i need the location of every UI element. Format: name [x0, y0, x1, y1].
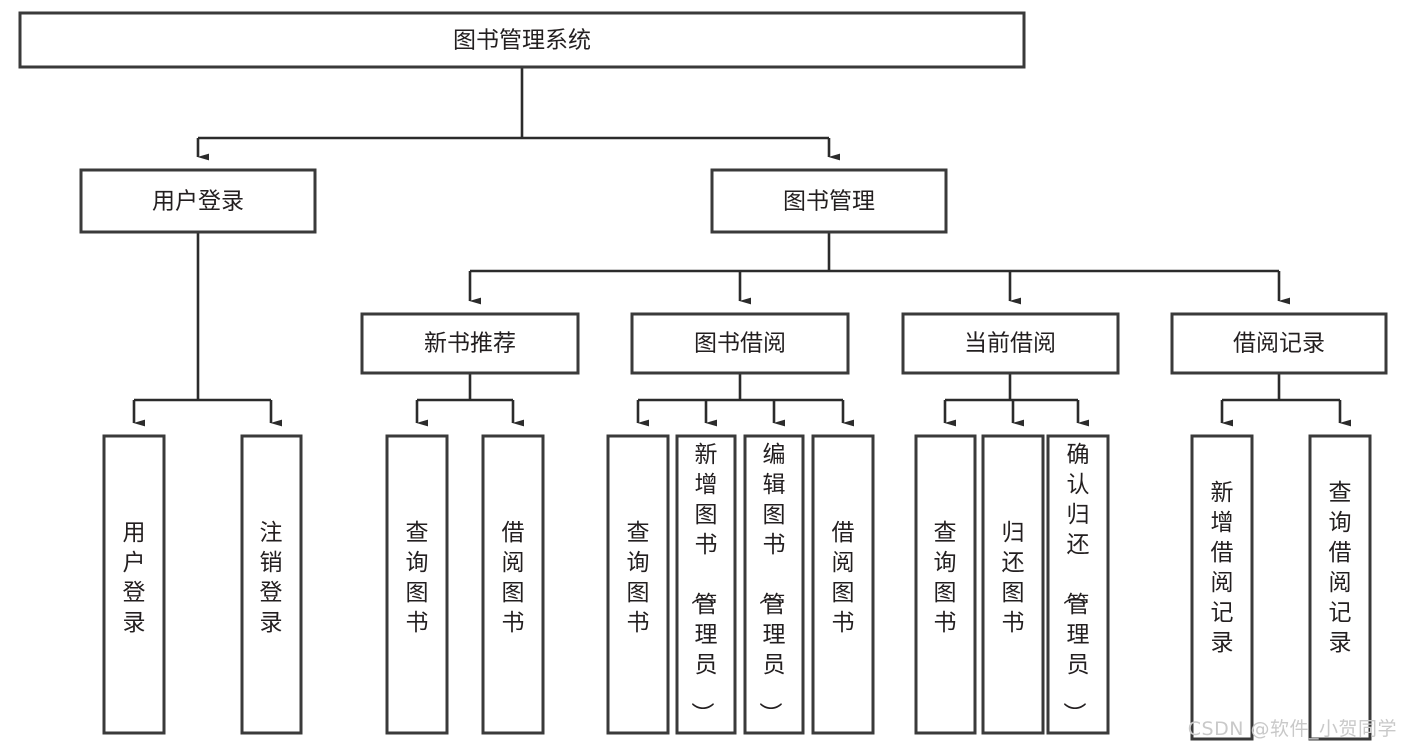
leaf-box-confirm-return-admin[interactable]: [1046, 434, 1110, 735]
node-borrowing-record-box[interactable]: [1170, 312, 1388, 375]
leaf-box-logout[interactable]: [240, 434, 303, 735]
leaf-box-query-books-newbook[interactable]: [385, 434, 449, 735]
leaf-label-borrow-books-borrow: 借阅图书: [832, 520, 855, 636]
leaf-label-edit-book-admin: 编辑图书（管理员）: [757, 442, 786, 725]
node-root-box[interactable]: [18, 11, 1026, 69]
node-book-borrowing-box[interactable]: [630, 312, 850, 375]
node-root-label: 图书管理系统: [453, 28, 591, 54]
leaf-node-edit-book-admin[interactable]: 编辑图书（管理员）: [743, 434, 805, 735]
node-new-book-recommendation[interactable]: 新书推荐: [360, 312, 580, 375]
node-book-management[interactable]: 图书管理: [710, 168, 948, 234]
csdn-watermark: CSDN @软件_小贺同学: [1187, 718, 1397, 740]
leaf-node-add-book-admin[interactable]: 新增图书（管理员）: [675, 434, 737, 735]
leaf-node-query-books-borrow[interactable]: 查询图书: [606, 434, 670, 735]
leaf-label-add-borrow-record: 新增借阅记录: [1211, 480, 1234, 656]
leaf-label-add-book-admin: 新增图书（管理员）: [689, 442, 718, 725]
leaf-label-query-books-newbook: 查询图书: [406, 520, 429, 636]
leaf-label-logout: 注销登录: [260, 520, 283, 636]
node-root-book-management-system[interactable]: 图书管理系统: [18, 11, 1026, 69]
node-user-login[interactable]: 用户登录: [79, 168, 317, 234]
leaf-node-query-books-newbook[interactable]: 查询图书: [385, 434, 449, 735]
node-borrowing-record-label: 借阅记录: [1233, 331, 1325, 357]
leaf-node-add-borrow-record[interactable]: 新增借阅记录: [1190, 434, 1254, 741]
leaf-label-return-books: 归还图书: [1002, 520, 1025, 636]
node-book-borrowing-label: 图书借阅: [694, 331, 786, 357]
node-user-login-label: 用户登录: [152, 189, 244, 215]
leaf-node-return-books[interactable]: 归还图书: [981, 434, 1045, 735]
leaf-box-borrow-books-newbook[interactable]: [481, 434, 545, 735]
leaf-label-confirm-return-admin: 确认归还（管理员）: [1061, 442, 1090, 725]
node-new-book-recommendation-label: 新书推荐: [424, 331, 516, 357]
leaf-box-return-books[interactable]: [981, 434, 1045, 735]
leaf-node-query-books-current[interactable]: 查询图书: [914, 434, 977, 735]
leaf-node-user-login[interactable]: 用户登录: [102, 434, 166, 735]
leaf-box-add-borrow-record[interactable]: [1190, 434, 1254, 741]
leaf-label-query-books-current: 查询图书: [934, 520, 957, 636]
node-new-book-recommendation-box[interactable]: [360, 312, 580, 375]
leaf-label-user-login: 用户登录: [123, 520, 146, 636]
node-book-management-label: 图书管理: [783, 189, 875, 215]
leaf-label-borrow-books-newbook: 借阅图书: [502, 520, 525, 636]
leaf-node-logout[interactable]: 注销登录: [240, 434, 303, 735]
node-current-borrowing[interactable]: 当前借阅: [901, 312, 1120, 375]
leaf-label-query-books-borrow: 查询图书: [627, 520, 650, 636]
node-current-borrowing-label: 当前借阅: [964, 331, 1056, 357]
leaf-box-user-login[interactable]: [102, 434, 166, 735]
leaf-node-confirm-return-admin[interactable]: 确认归还（管理员）: [1046, 434, 1110, 735]
node-book-management-box[interactable]: [710, 168, 948, 234]
leaf-node-borrow-books-borrow[interactable]: 借阅图书: [811, 434, 875, 735]
connector-group: [132, 67, 1352, 427]
node-borrowing-record[interactable]: 借阅记录: [1170, 312, 1388, 375]
leaf-box-borrow-books-borrow[interactable]: [811, 434, 875, 735]
node-book-borrowing[interactable]: 图书借阅: [630, 312, 850, 375]
node-current-borrowing-box[interactable]: [901, 312, 1120, 375]
leaf-box-query-books-current[interactable]: [914, 434, 977, 735]
leaf-box-edit-book-admin[interactable]: [743, 434, 805, 735]
node-user-login-box[interactable]: [79, 168, 317, 234]
leaf-label-query-borrow-record: 查询借阅记录: [1329, 480, 1352, 656]
leaf-node-group: 用户登录 注销登录 查询图书 借阅图书 查询图书 新增图书（管理员）: [102, 434, 1372, 741]
leaf-node-query-borrow-record[interactable]: 查询借阅记录: [1308, 434, 1372, 741]
leaf-box-add-book-admin[interactable]: [675, 434, 737, 735]
leaf-node-borrow-books-newbook[interactable]: 借阅图书: [481, 434, 545, 735]
leaf-box-query-borrow-record[interactable]: [1308, 434, 1372, 741]
leaf-box-query-books-borrow[interactable]: [606, 434, 670, 735]
